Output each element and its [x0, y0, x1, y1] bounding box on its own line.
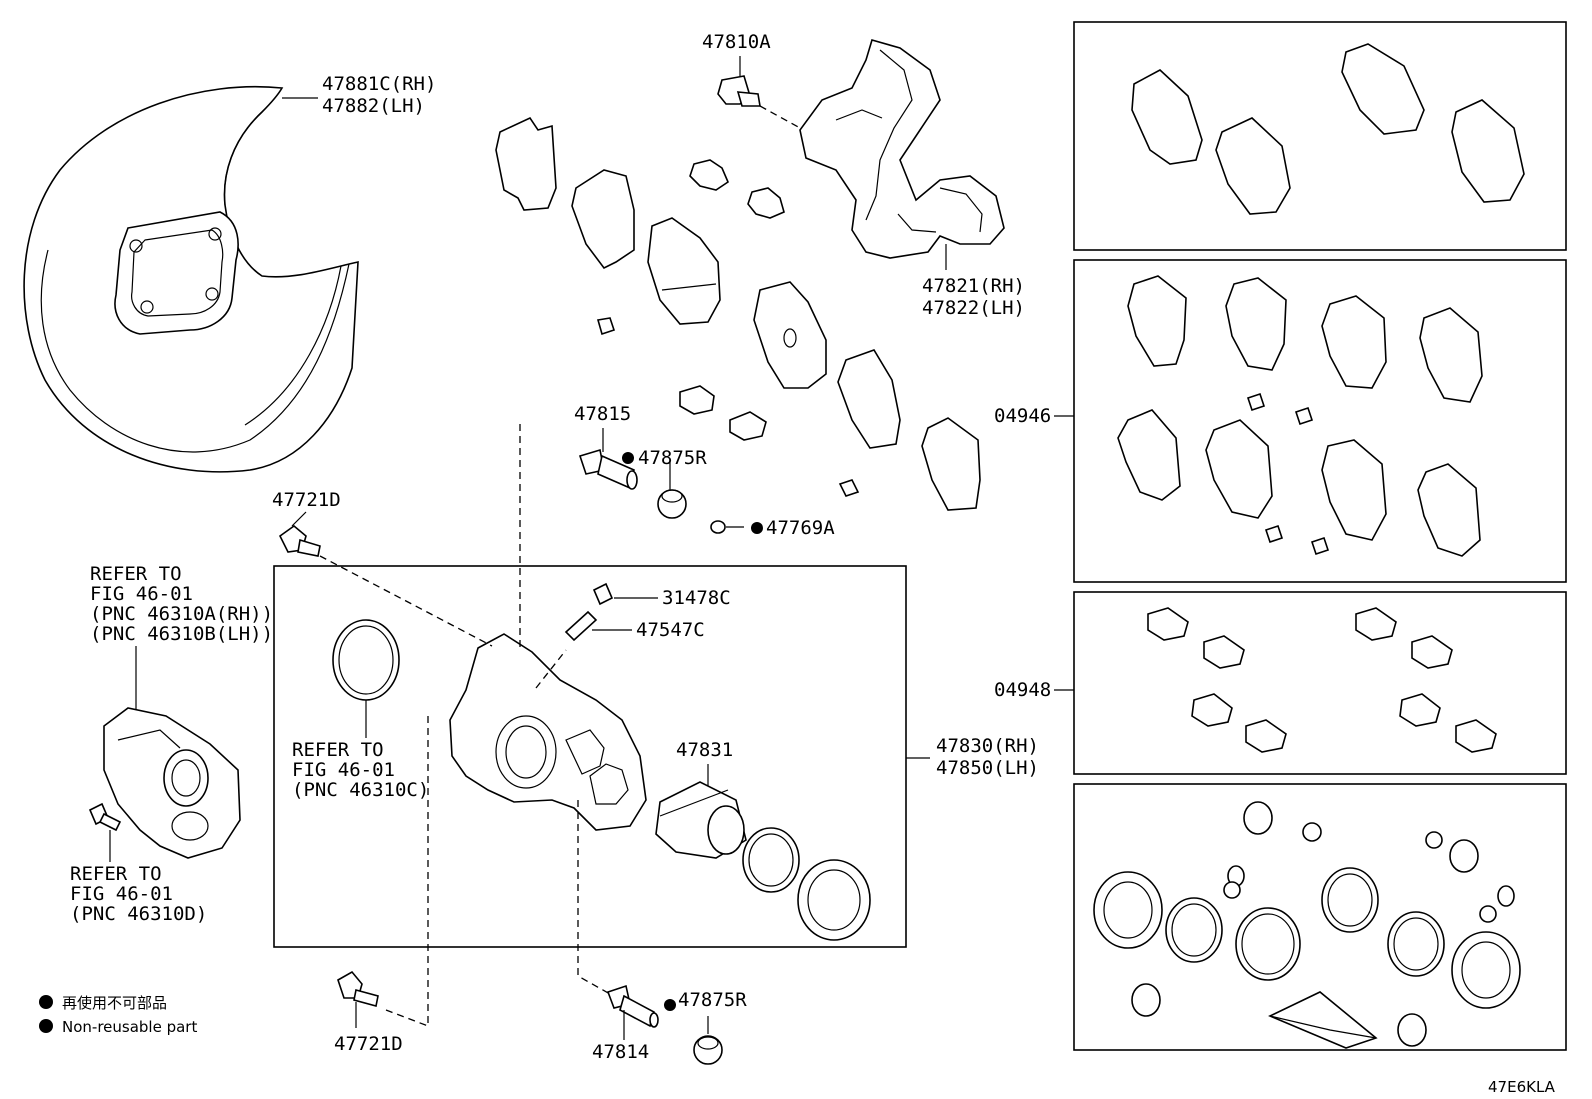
clip-47769A	[710, 520, 726, 534]
shim-kit-box	[1073, 591, 1567, 775]
seal-ring	[332, 619, 400, 701]
boot-47875R-upper	[657, 489, 687, 519]
bolt-47721D-upper	[278, 524, 321, 557]
caliper-mounting	[799, 39, 1005, 259]
label-refer-parking-2: (PNC 46310A(RH))	[90, 603, 273, 625]
seal-kit	[1093, 801, 1521, 1049]
label-boot-upper: 47875R	[638, 447, 707, 469]
label-pin-47815: 47815	[574, 403, 631, 425]
label-pin-47814: 47814	[592, 1041, 649, 1063]
label-cap-31478C: 31478C	[662, 587, 731, 609]
nonreusable-dot-boot-upper	[622, 452, 634, 464]
legend-text-en: Non-reusable part	[62, 1018, 197, 1036]
dust-shield	[23, 85, 359, 473]
label-bleeder-47547C: 47547C	[636, 619, 705, 641]
shim-plates	[495, 116, 981, 511]
legend-dot-jp	[39, 995, 53, 1009]
label-clip-47769A: 47769A	[766, 517, 835, 539]
bleeder-screw	[564, 610, 598, 642]
legend-text-jp: 再使用不可部品	[62, 994, 167, 1012]
piston-boot	[797, 859, 871, 941]
bolt-refer-46310D	[88, 802, 122, 832]
pad-kit-box	[1073, 259, 1567, 583]
legend: 再使用不可部品 Non-reusable part	[39, 994, 197, 1036]
nonreusable-dot-boot-lower	[664, 999, 676, 1011]
shim-kit	[1147, 607, 1497, 753]
leader-lines	[109, 56, 1074, 1040]
bolt-47810A	[717, 75, 801, 129]
guide-pin-47814	[606, 984, 659, 1028]
pad-set	[1131, 43, 1525, 215]
caliper-assembly-box	[273, 565, 907, 948]
label-pad-kit-04946: 04946	[994, 405, 1051, 427]
label-shield-rh: 47881C(RH)	[322, 73, 436, 95]
label-bolt-upper: 47721D	[272, 489, 341, 511]
figure-code: 47E6KLA	[1488, 1078, 1556, 1096]
label-caliper-lh: 47850(LH)	[936, 757, 1039, 779]
label-boot-lower: 47875R	[678, 989, 747, 1011]
label-mounting-lh: 47822(LH)	[922, 297, 1025, 319]
label-refer-bolt-0: REFER TO	[70, 863, 162, 885]
label-refer-seal-2: (PNC 46310C)	[292, 779, 429, 801]
piston	[655, 781, 747, 859]
label-refer-parking-1: FIG 46-01	[90, 583, 193, 605]
label-refer-seal-1: FIG 46-01	[292, 759, 395, 781]
seal-kit-box	[1073, 783, 1567, 1051]
parking-brake-actuator	[103, 707, 241, 859]
label-refer-parking-0: REFER TO	[90, 563, 182, 585]
label-bolt-47810A: 47810A	[702, 31, 771, 53]
pad-set-box	[1073, 21, 1567, 251]
nonreusable-dot-clip	[751, 522, 763, 534]
small-clips	[596, 159, 860, 497]
label-mounting-rh: 47821(RH)	[922, 275, 1025, 297]
label-refer-seal-0: REFER TO	[292, 739, 384, 761]
label-bolt-lower: 47721D	[334, 1033, 403, 1055]
label-shield-lh: 47882(LH)	[322, 95, 425, 117]
bolt-47721D-lower	[337, 970, 379, 1007]
bleeder-cap	[592, 582, 614, 606]
pad-kit	[1117, 275, 1483, 557]
label-refer-bolt-2: (PNC 46310D)	[70, 903, 207, 925]
caliper-body	[449, 633, 647, 831]
label-caliper-rh: 47830(RH)	[936, 735, 1039, 757]
label-shim-kit-04948: 04948	[994, 679, 1051, 701]
legend-dot-en	[39, 1019, 53, 1033]
label-refer-parking-3: (PNC 46310B(LH))	[90, 623, 273, 645]
boot-47875R-lower	[693, 1035, 723, 1065]
label-refer-bolt-1: FIG 46-01	[70, 883, 173, 905]
guide-pin-47815	[578, 448, 638, 490]
label-piston-47831: 47831	[676, 739, 733, 761]
piston-seal	[742, 827, 800, 893]
